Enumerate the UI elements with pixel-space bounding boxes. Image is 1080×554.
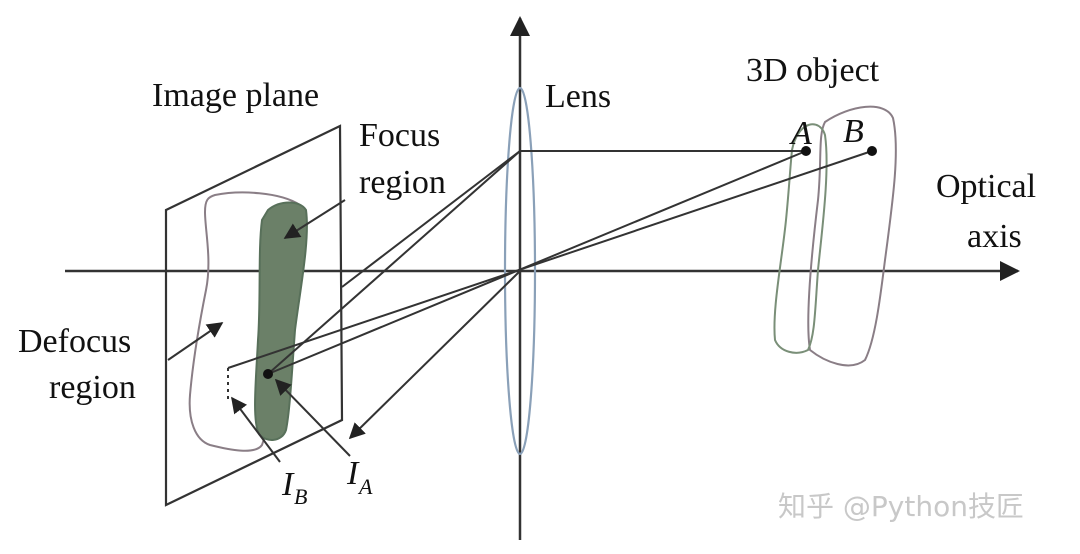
- focus-region-label-1: Focus: [359, 117, 440, 154]
- lens-shape: [503, 86, 537, 456]
- image-a-label: I: [346, 455, 360, 492]
- ray-b-center: [227, 150, 873, 369]
- point-b-label: B: [843, 113, 864, 150]
- optical-axis-label-1: Optical: [936, 168, 1036, 205]
- image-b-subscript: B: [294, 484, 307, 509]
- defocus-region-pointer: [167, 322, 224, 361]
- image-plane-label: Image plane: [152, 77, 319, 114]
- point-b-dot: [867, 146, 877, 156]
- object-outline-back: [807, 105, 897, 367]
- image-a-subscript: A: [357, 474, 373, 499]
- image-a-dot: [263, 369, 273, 379]
- image-b-label: I: [281, 466, 295, 503]
- image-b-pointer: [231, 396, 281, 463]
- object-outline-front: [773, 123, 828, 354]
- point-a-dot: [801, 146, 811, 156]
- image-a-pointer: [274, 378, 351, 457]
- ray-a-refracted: [267, 150, 521, 375]
- lens-label: Lens: [545, 78, 611, 115]
- ray-top: [341, 150, 521, 288]
- focus-region-pointer: [283, 199, 346, 239]
- ray-a-center: [267, 150, 807, 375]
- point-a-label: A: [789, 115, 812, 152]
- image-plane: [164, 124, 344, 507]
- ray-long-arrow: [348, 270, 521, 440]
- focus-region-shape: [254, 201, 308, 441]
- optical-axis-label-2: axis: [967, 218, 1022, 255]
- focus-region-label-2: region: [359, 164, 446, 201]
- object-label: 3D object: [746, 52, 880, 89]
- watermark: 知乎 @Python技匠: [778, 490, 1024, 523]
- defocus-region-label-2: region: [49, 369, 136, 406]
- defocus-region-label-1: Defocus: [18, 323, 131, 360]
